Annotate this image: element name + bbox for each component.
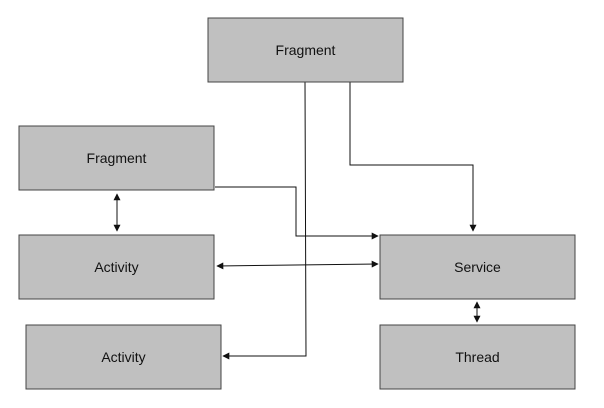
node-activity-bottom: Activity (25, 324, 222, 390)
node-label: Activity (101, 349, 145, 365)
node-box (379, 234, 576, 300)
node-label: Service (454, 259, 501, 275)
edge-fragment-top-to-service (349, 82, 477, 232)
edges (113, 81, 481, 360)
node-label: Activity (94, 259, 138, 275)
node-box (207, 17, 404, 83)
node-box (18, 234, 215, 300)
node-label: Thread (455, 349, 499, 365)
node-thread: Thread (379, 324, 576, 390)
edge-fragment-left-to-service (215, 186, 379, 240)
node-box (18, 125, 215, 191)
node-label: Fragment (87, 150, 147, 166)
node-box (25, 324, 222, 390)
node-box (379, 324, 576, 390)
node-fragment-left: Fragment (18, 125, 215, 191)
node-activity-middle: Activity (18, 234, 215, 300)
node-service: Service (379, 234, 576, 300)
edge-activity-middle-service (216, 260, 379, 270)
node-label: Fragment (276, 42, 336, 58)
node-fragment-top: Fragment (207, 17, 404, 83)
edge-fragment-top-to-activity-bottom (222, 81, 307, 360)
